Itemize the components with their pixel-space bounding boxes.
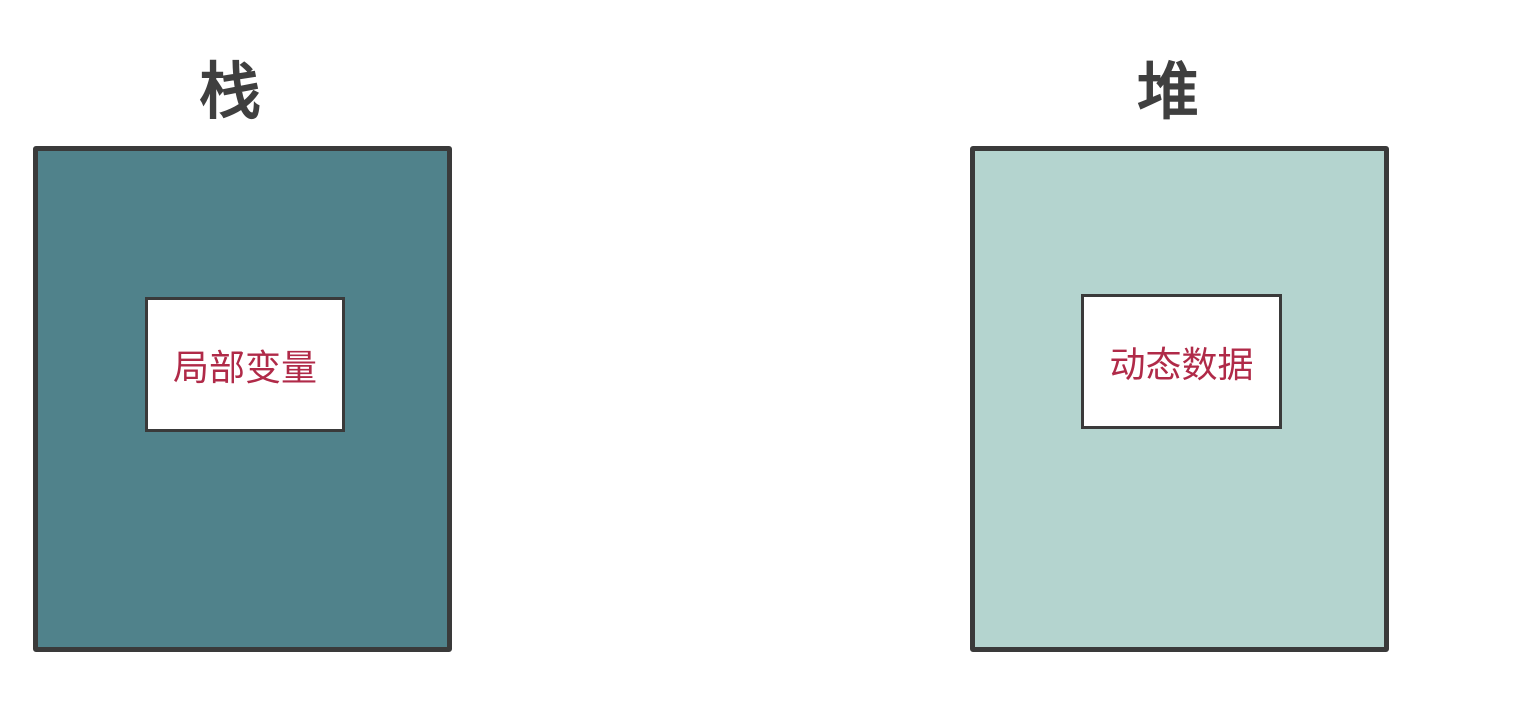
heap-title: 堆 — [1136, 55, 1199, 128]
heap-panel: 动态数据 — [970, 146, 1389, 652]
stack-local-variables-box: 局部变量 — [145, 297, 345, 432]
heap-dynamic-data-box: 动态数据 — [1081, 294, 1282, 429]
stack-local-variables-label: 局部变量 — [172, 347, 317, 389]
stack-title: 栈 — [198, 55, 261, 128]
stack-panel: 局部变量 — [33, 146, 452, 652]
heap-dynamic-data-label: 动态数据 — [1109, 344, 1254, 386]
